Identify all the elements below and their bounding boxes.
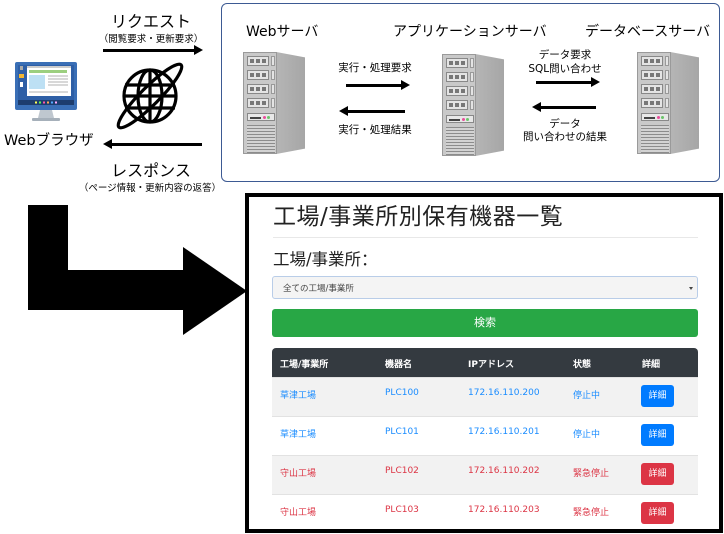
title-divider	[273, 237, 698, 238]
ip-address[interactable]: 172.16.110.201	[468, 427, 540, 437]
status-text: 緊急停止	[573, 508, 610, 518]
exec-request-label: 実行・処理要求	[338, 62, 412, 74]
device-name[interactable]: PLC103	[385, 505, 419, 515]
response-arrow	[103, 139, 202, 149]
table-row: 守山工場 PLC102 172.16.110.202 緊急停止 詳細	[272, 455, 698, 494]
ip-address[interactable]: 172.16.110.202	[468, 466, 540, 476]
request-label: リクエスト	[110, 12, 191, 31]
data-request-label-1: データ要求	[538, 49, 592, 61]
detail-button[interactable]: 詳細	[641, 463, 674, 485]
status-text: 停止中	[573, 391, 601, 401]
chevron-down-icon	[689, 287, 693, 290]
detail-button[interactable]: 詳細	[641, 424, 674, 446]
site-link[interactable]: 草津工場	[280, 430, 317, 440]
status-text: 緊急停止	[573, 469, 610, 479]
site-link[interactable]: 草津工場	[280, 391, 317, 401]
response-sublabel: （ページ情報・更新内容の返答）	[78, 183, 222, 194]
site-link[interactable]: 守山工場	[280, 469, 317, 479]
header-ip: IPアドレス	[468, 360, 514, 370]
search-button[interactable]: 検索	[272, 309, 698, 337]
device-name[interactable]: PLC102	[385, 466, 419, 476]
data-request-label-2: SQL問い合わせ	[528, 63, 602, 75]
site-select-value: 全ての工場/事業所	[283, 284, 354, 294]
webpage-panel: 工場/事業所別保有機器一覧 工場/事業所： 全ての工場/事業所 検索 工場/事業…	[245, 193, 723, 533]
site-filter-label: 工場/事業所：	[273, 250, 378, 269]
page-title: 工場/事業所別保有機器一覧	[273, 204, 564, 230]
table-header: 工場/事業所 機器名 IPアドレス 状態 詳細	[272, 348, 698, 377]
data-request-arrow	[536, 77, 600, 87]
db-server-label: データベースサーバ	[585, 24, 711, 40]
data-response-label-2: 問い合わせの結果	[523, 131, 607, 143]
site-select[interactable]: 全ての工場/事業所	[272, 276, 698, 299]
status-text: 停止中	[573, 430, 601, 440]
table-row: 草津工場 PLC100 172.16.110.200 停止中 詳細	[272, 377, 698, 416]
request-sublabel: （閲覧要求・更新要求）	[98, 34, 204, 45]
globe-icon	[116, 62, 184, 130]
data-response-label-1: データ	[549, 118, 581, 130]
app-server-icon	[442, 52, 504, 158]
header-device: 機器名	[385, 360, 413, 370]
response-label: レスポンス	[111, 161, 191, 180]
device-table: 工場/事業所 機器名 IPアドレス 状態 詳細 草津工場 PLC100 172.…	[272, 348, 698, 529]
device-name[interactable]: PLC101	[385, 427, 419, 437]
device-name[interactable]: PLC100	[385, 388, 419, 398]
table-row: 守山工場 PLC103 172.16.110.203 緊急停止 詳細	[272, 494, 698, 529]
header-site: 工場/事業所	[280, 360, 329, 370]
data-response-arrow	[532, 102, 596, 112]
app-server-label: アプリケーションサーバ	[393, 24, 547, 40]
site-link[interactable]: 守山工場	[280, 508, 317, 518]
monitor-icon	[15, 62, 77, 121]
web-server-label: Webサーバ	[246, 24, 319, 40]
header-status: 状態	[573, 360, 592, 370]
ip-address[interactable]: 172.16.110.203	[468, 505, 540, 515]
exec-response-arrow	[339, 106, 405, 116]
exec-request-arrow	[346, 80, 410, 90]
table-row: 草津工場 PLC101 172.16.110.201 停止中 詳細	[272, 416, 698, 455]
detail-button[interactable]: 詳細	[641, 385, 674, 407]
web-browser-label: Webブラウザ	[4, 133, 94, 149]
db-server-icon	[637, 50, 699, 156]
request-arrow	[103, 45, 203, 55]
ip-address[interactable]: 172.16.110.200	[468, 388, 540, 398]
detail-button[interactable]: 詳細	[641, 502, 674, 524]
exec-response-label: 実行・処理結果	[338, 124, 412, 136]
web-server-icon	[243, 50, 305, 156]
header-detail: 詳細	[642, 360, 661, 370]
